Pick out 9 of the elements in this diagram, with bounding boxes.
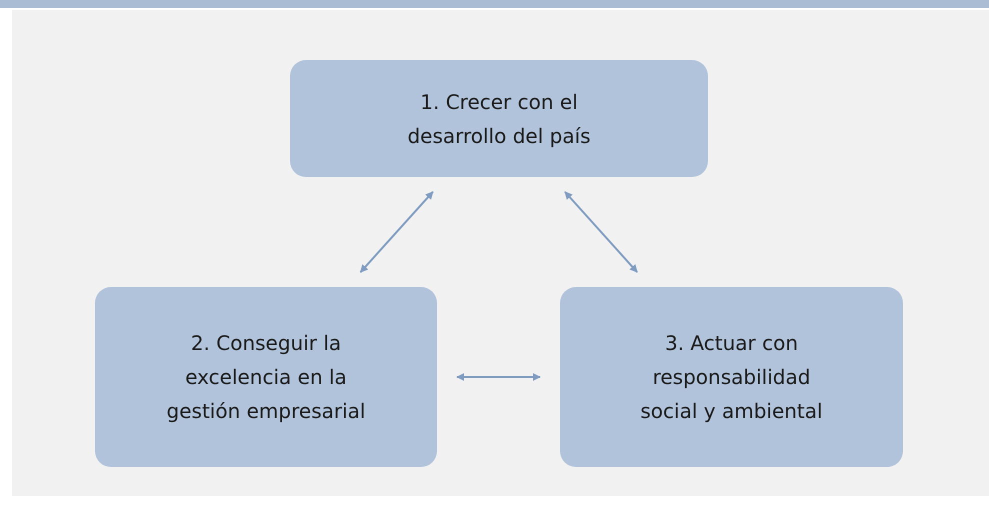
double-arrow (456, 373, 541, 381)
double-arrow (564, 191, 638, 273)
box-text: 2. Conseguir la excelencia en la gestión empresarial (166, 330, 366, 425)
rounded-box (290, 60, 708, 177)
double-arrow (360, 191, 434, 273)
rounded-box (560, 287, 903, 467)
box-text: 1. Crecer con el desarrollo del país (406, 88, 592, 150)
rounded-box (95, 287, 437, 467)
box-text: 3. Actuar con responsabilidad social y ambiental (639, 330, 824, 425)
